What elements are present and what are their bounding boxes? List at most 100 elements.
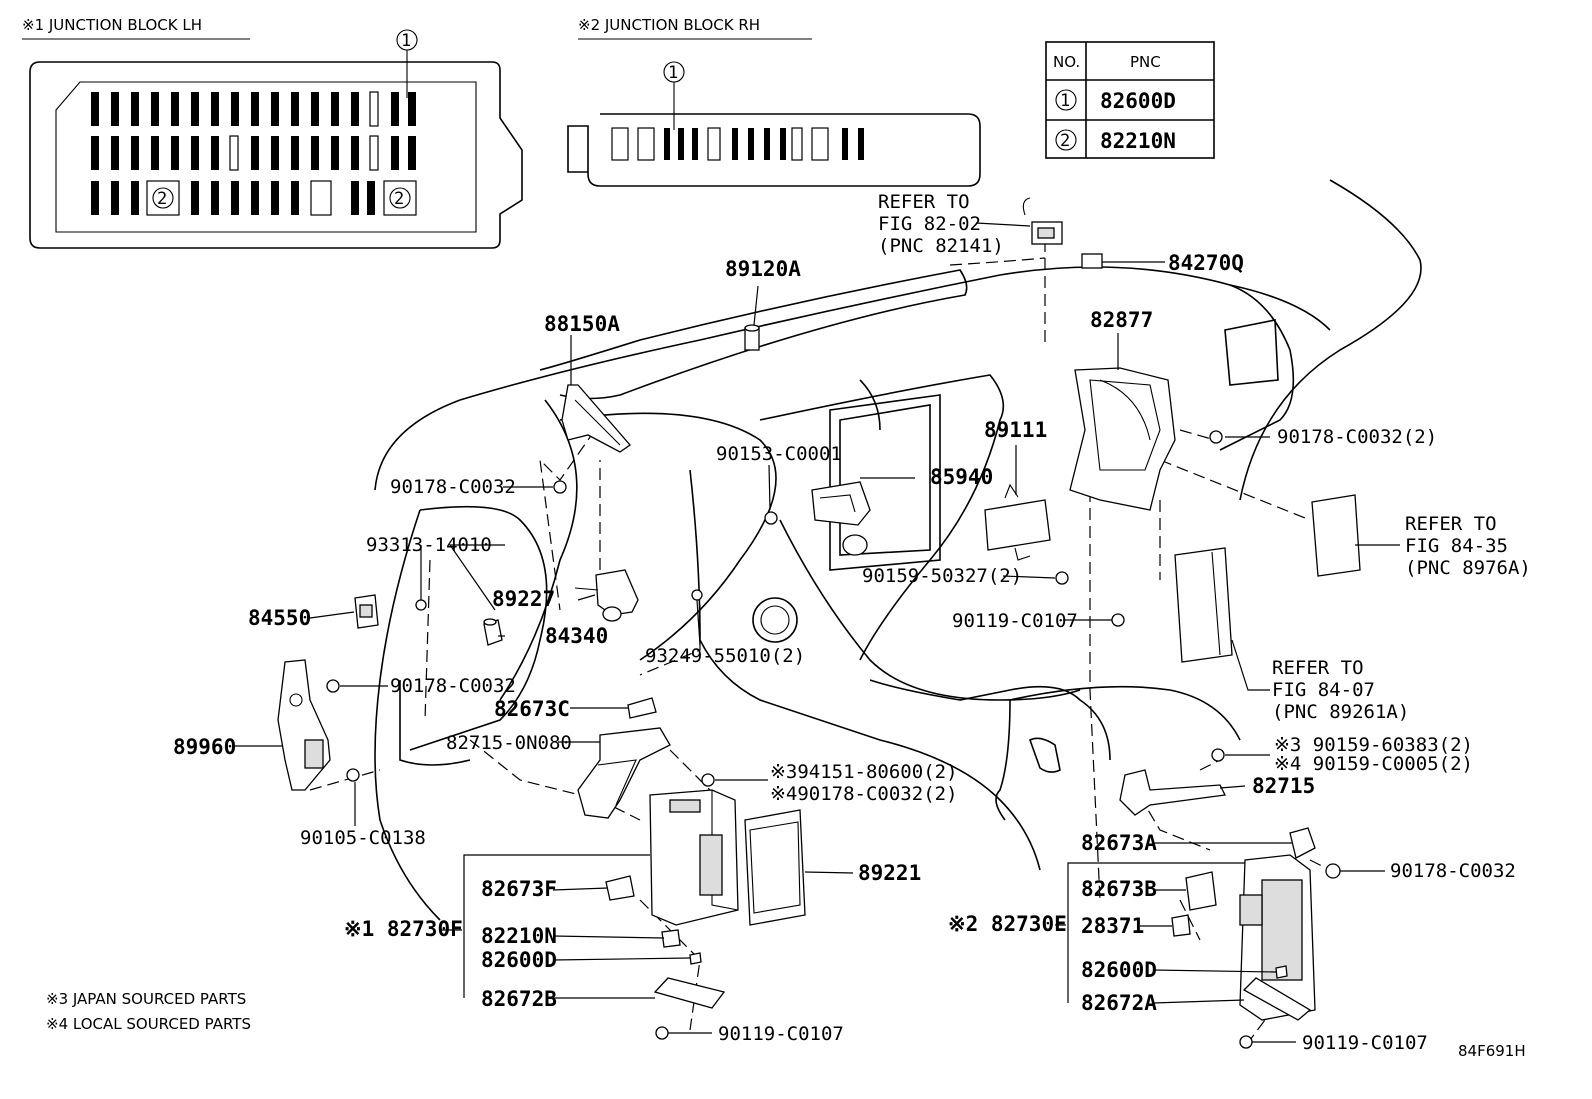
part-89227-sensor (574, 569, 639, 622)
label-90178-c0032: 90178-C0032 (1390, 860, 1516, 882)
label-84270q: 84270Q (1168, 251, 1244, 275)
ref-label-3-line-1: REFER TO (1272, 657, 1364, 679)
callout-2-label: 2 (394, 189, 404, 209)
note-japan-sourced: ※3 JAPAN SOURCED PARTS (46, 990, 246, 1008)
leader-lines (234, 222, 1400, 1043)
part-89221-ecu (744, 809, 806, 926)
label-90159-50327: 90159-50327(2) (862, 565, 1022, 587)
part-89120a-sensor (744, 324, 760, 351)
label-84340: 84340 (545, 624, 608, 648)
part-82672a-cover (1242, 977, 1312, 1021)
label-82673f: 82673F (481, 877, 557, 901)
ref-label-3-line-3: (PNC 89261A) (1272, 701, 1409, 723)
part-82673f-clip (605, 875, 635, 901)
ref-label-1-line-1: REFER TO (878, 191, 970, 213)
fuse-row-2 (91, 135, 416, 171)
callout-2-label: 2 (157, 189, 167, 209)
ref-label-2-line-1: REFER TO (1405, 513, 1497, 535)
dashboard-outline (374, 179, 1422, 921)
label-90119-c0107: 90119-C0107 (952, 610, 1078, 632)
junction-block-rh: 1 (567, 61, 981, 187)
part-28371-relay (1171, 914, 1191, 937)
label-82600d: 82600D (1081, 958, 1157, 982)
label-90178-c0032-2: ※490178-C0032(2) (770, 783, 958, 805)
bolt-icon (326, 430, 1341, 1049)
ref-label-1-line-2: FIG 82-02 (878, 213, 981, 235)
part-82672b-cover (653, 977, 726, 1009)
part-89960-bracket (277, 659, 331, 791)
table-row-2-pnc: 82210N (1100, 129, 1176, 153)
part-82210n-relay (661, 929, 681, 948)
label-82673c: 82673C (494, 697, 570, 721)
label-90159-60383: ※3 90159-60383(2) (1274, 734, 1473, 756)
table-row-1-pnc: 82600D (1100, 89, 1176, 113)
part-82673c-clip (627, 697, 657, 719)
label-90178-c0032: 90178-C0032 (390, 675, 516, 697)
label-82730e: ※2 82730E (948, 912, 1067, 936)
callout-1-label: 1 (668, 63, 678, 83)
label-89111: 89111 (984, 418, 1047, 442)
label-82672b: 82672B (481, 987, 557, 1011)
label-90119-c0107: 90119-C0107 (1302, 1032, 1428, 1054)
note-local-sourced: ※4 LOCAL SOURCED PARTS (46, 1015, 251, 1033)
callout-2-icon (389, 187, 411, 209)
label-82715: 82715 (1252, 774, 1315, 798)
junction-block-lh: 2 2 1 (29, 29, 523, 249)
table-header-pnc: PNC (1130, 53, 1161, 71)
label-82673a: 82673A (1081, 831, 1157, 855)
label-82730f: ※1 82730F (344, 917, 463, 941)
ref-label-2-line-3: (PNC 8976A) (1405, 557, 1531, 579)
label-89960: 89960 (173, 735, 236, 759)
part-89261a-ecu (1174, 547, 1233, 663)
label-90153-c0001: 90153-C0001 (716, 443, 842, 465)
header-junction-block-rh: ※2 JUNCTION BLOCK RH (578, 16, 760, 34)
part-82673b-clip (1185, 871, 1217, 911)
part-82730e-junction-block (1239, 854, 1316, 1021)
part-82141-connector (1022, 197, 1063, 245)
part-labels: REFER TO FIG 82-02 (PNC 82141) 84270Q 89… (46, 191, 1531, 1060)
label-93313-14010: 93313-14010 (366, 534, 492, 556)
part-82715-bracket (1119, 769, 1226, 816)
part-88150a-bracket (561, 384, 631, 453)
label-90178-c0032: 90178-C0032 (390, 476, 516, 498)
label-94151-80600: ※394151-80600(2) (770, 761, 958, 783)
table-row-1-no: 1 (1060, 91, 1070, 111)
ref-label-3-line-2: FIG 84-07 (1272, 679, 1375, 701)
label-93249-55010: 93249-55010(2) (645, 645, 805, 667)
label-85940: 85940 (930, 465, 993, 489)
label-82715-0n080: 82715-0N080 (446, 732, 572, 754)
label-84550: 84550 (248, 606, 311, 630)
part-82600d-fuse (1275, 965, 1288, 979)
figure-id: 84F691H (1458, 1042, 1526, 1060)
part-8976a-ecu (1311, 494, 1361, 577)
part-84550-switch (354, 594, 379, 629)
label-90105-c0138: 90105-C0138 (300, 827, 426, 849)
label-82673b: 82673B (1081, 877, 1157, 901)
label-82600d: 82600D (481, 948, 557, 972)
label-90178-c0032-2: 90178-C0032(2) (1277, 426, 1437, 448)
callout-2-icon (152, 187, 174, 209)
label-90159-c0005: ※4 90159-C0005(2) (1274, 753, 1473, 775)
label-89120a: 89120A (725, 257, 801, 281)
table-row-2-no: 2 (1060, 131, 1070, 151)
label-88150a: 88150A (544, 312, 620, 336)
fuse-row-3 (91, 180, 417, 216)
part-84340-switch (483, 618, 503, 646)
label-82877: 82877 (1090, 308, 1153, 332)
part-82673a-clip (1289, 827, 1316, 859)
pnc-table: NO. PNC 1 82600D 2 82210N (1045, 41, 1215, 159)
ref-label-2-line-2: FIG 84-35 (1405, 535, 1508, 557)
fuse-row-1 (91, 91, 416, 127)
part-82877-duct (1069, 367, 1176, 511)
label-89227: 89227 (492, 587, 555, 611)
header-junction-block-lh: ※1 JUNCTION BLOCK LH (22, 16, 202, 34)
part-85940-module (811, 481, 871, 556)
label-90119-c0107: 90119-C0107 (718, 1023, 844, 1045)
label-89221: 89221 (858, 861, 921, 885)
callout-1-label: 1 (401, 31, 411, 51)
part-82730f-junction-block (649, 789, 739, 926)
table-header-no: NO. (1053, 53, 1080, 71)
part-82600d-fuse (689, 952, 702, 965)
part-82715-0n080-bracket (577, 727, 671, 819)
